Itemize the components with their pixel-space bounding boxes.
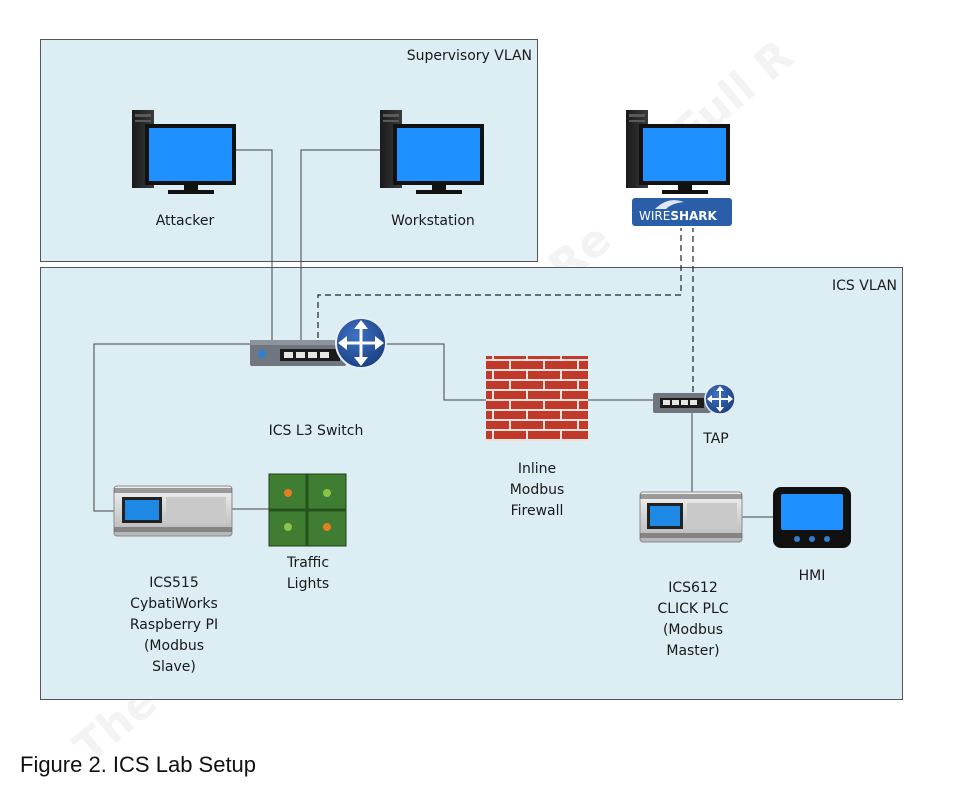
link-switch-ics515 <box>93 343 252 512</box>
ics515-label-5: Slave) <box>152 659 196 675</box>
hmi-device <box>773 487 851 548</box>
figure-caption: Figure 2. ICS Lab Setup <box>20 752 257 777</box>
ics515-label-2: CybatiWorks <box>130 596 218 612</box>
workstation-computer <box>380 110 484 194</box>
switch-label: ICS L3 Switch <box>269 423 364 439</box>
wireshark-logo-shark: SHARK <box>670 209 717 223</box>
monitor-screen <box>149 128 232 181</box>
ics515-label-1: ICS515 <box>149 575 199 591</box>
link-switch-firewall <box>386 343 488 401</box>
attacker-label: Attacker <box>156 213 215 229</box>
switch-status-led <box>258 350 266 358</box>
workstation-label: Workstation <box>391 213 475 229</box>
plc-display <box>125 500 159 520</box>
ics612-label-4: Master) <box>666 643 719 659</box>
attacker-computer <box>132 110 236 194</box>
firewall-icon <box>486 356 588 441</box>
supervisory-vlan-label: Supervisory VLAN <box>407 48 532 64</box>
tap-device <box>653 383 736 415</box>
ics-l3-switch <box>250 317 387 369</box>
link-attacker-switch <box>232 149 273 348</box>
ics612-label-3: (Modbus <box>663 622 723 638</box>
ics612-device <box>639 491 743 543</box>
ics-vlan-label: ICS VLAN <box>832 278 897 294</box>
link-workstation-switch <box>300 149 384 348</box>
ics515-label-3: Raspberry PI <box>130 617 218 633</box>
ics-vlan-zone <box>40 267 903 700</box>
wireshark-logo-wire: WIRE <box>639 209 670 223</box>
monitor-screen <box>397 128 480 181</box>
hmi-label: HMI <box>799 568 826 584</box>
tap-label: TAP <box>702 431 728 447</box>
plc-display <box>650 506 680 526</box>
ics515-label-4: (Modbus <box>144 638 204 654</box>
ics612-label-2: CLICK PLC <box>657 601 728 617</box>
wireshark-computer <box>626 110 730 194</box>
light-icon <box>323 489 331 497</box>
firewall-label-1: Inline <box>518 461 556 477</box>
hmi-screen <box>781 494 843 530</box>
firewall-label-2: Modbus <box>510 482 565 498</box>
traffic-lights-label-2: Lights <box>287 576 329 592</box>
wireshark-logo: WIRESHARK <box>630 196 734 228</box>
span-switch-wireshark <box>317 226 682 348</box>
ics612-label-1: ICS612 <box>668 580 718 596</box>
light-icon <box>323 523 331 531</box>
connections <box>93 149 774 518</box>
shark-fin-icon <box>655 200 684 209</box>
wireshark-span-links <box>317 226 694 396</box>
light-icon <box>284 489 292 497</box>
traffic-lights-label-1: Traffic <box>286 555 329 571</box>
traffic-lights-board <box>268 473 347 547</box>
light-icon <box>284 523 292 531</box>
firewall-label-3: Firewall <box>511 503 564 519</box>
ics515-device <box>113 485 233 537</box>
svg-text:WIRESHARK: WIRESHARK <box>639 209 718 223</box>
monitor-screen <box>643 128 726 181</box>
